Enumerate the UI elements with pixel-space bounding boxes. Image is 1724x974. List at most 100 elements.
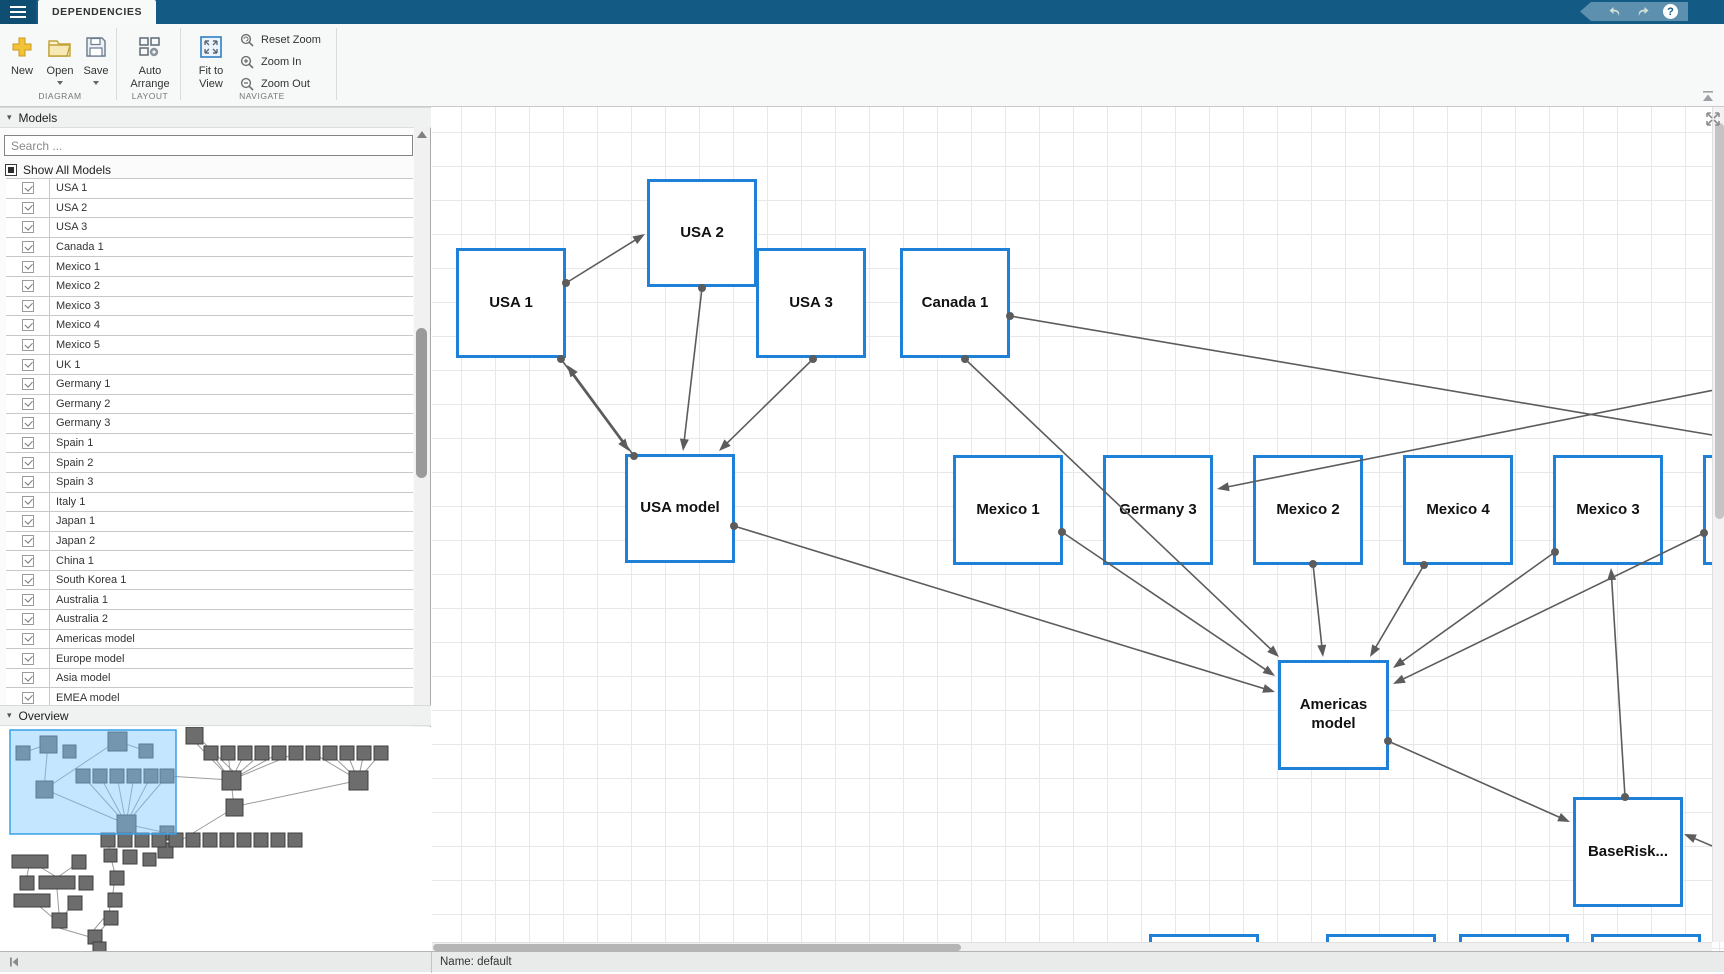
model-checkbox[interactable]: [21, 456, 34, 469]
model-list-row[interactable]: Mexico 4: [6, 316, 413, 336]
model-list-row[interactable]: Mexico 1: [6, 257, 413, 277]
diagram-node-mexico-4[interactable]: Mexico 4: [1403, 455, 1513, 565]
model-checkbox[interactable]: [21, 593, 34, 606]
model-checkbox[interactable]: [21, 554, 34, 567]
diagram-node-americas-model[interactable]: Americas model: [1278, 660, 1389, 770]
diagram-canvas[interactable]: USA 2 USA 1 USA 3 Canada 1 USA model Mexico 1…: [432, 107, 1724, 951]
model-checkbox[interactable]: [21, 182, 34, 195]
model-checkbox[interactable]: [21, 417, 34, 430]
undo-icon[interactable]: [1607, 5, 1623, 19]
model-list-row[interactable]: Spain 3: [6, 472, 413, 493]
canvas-vertical-scrollbar[interactable]: [1712, 107, 1724, 942]
auto-arrange-button[interactable]: Auto Arrange: [122, 28, 178, 98]
model-checkbox[interactable]: [21, 280, 34, 293]
overview-section-header[interactable]: ▾ Overview: [0, 705, 431, 726]
diagram-node-mexico-1[interactable]: Mexico 1: [953, 455, 1063, 565]
redo-icon[interactable]: [1635, 5, 1651, 19]
show-all-checkbox-icon[interactable]: [5, 164, 17, 176]
zoom-in-button[interactable]: Zoom In: [240, 52, 301, 72]
model-list-row[interactable]: Mexico 2: [6, 276, 413, 297]
open-dropdown-caret[interactable]: [57, 80, 63, 85]
model-list-row[interactable]: Italy 1: [6, 492, 413, 513]
model-checkbox[interactable]: [21, 691, 34, 704]
reset-zoom-button[interactable]: Reset Zoom: [240, 30, 321, 50]
model-list-row[interactable]: China 1: [6, 551, 413, 571]
model-checkbox[interactable]: [21, 574, 34, 587]
show-all-models-checkbox[interactable]: Show All Models: [5, 161, 111, 179]
model-list-row[interactable]: Europe model: [6, 649, 413, 669]
models-collapse-icon[interactable]: ▾: [7, 112, 12, 122]
model-checkbox[interactable]: [21, 201, 34, 214]
overview-minimap[interactable]: [0, 727, 431, 951]
model-list-row[interactable]: Germany 1: [6, 374, 413, 395]
fit-to-view-button[interactable]: Fit to View: [186, 28, 236, 98]
model-list-row[interactable]: Mexico 5: [6, 335, 413, 356]
diagram-node-baserisk[interactable]: BaseRisk...: [1573, 797, 1683, 907]
vertical-scrollbar-thumb[interactable]: [1714, 123, 1724, 519]
model-list-row[interactable]: Japan 1: [6, 512, 413, 532]
diagram-node-usa-3[interactable]: USA 3: [756, 248, 866, 358]
menu-hamburger-icon[interactable]: [0, 0, 36, 24]
horizontal-scrollbar-thumb[interactable]: [433, 944, 961, 951]
help-button[interactable]: ?: [1663, 4, 1678, 19]
save-button[interactable]: Save: [78, 28, 114, 98]
model-checkbox[interactable]: [21, 339, 34, 352]
model-checkbox[interactable]: [21, 632, 34, 645]
collapse-ribbon-icon[interactable]: [1700, 90, 1716, 108]
model-list-row[interactable]: USA 3: [6, 218, 413, 238]
go-to-start-icon[interactable]: [7, 955, 21, 974]
model-checkbox[interactable]: [21, 299, 34, 312]
model-list-row[interactable]: Canada 1: [6, 237, 413, 258]
diagram-node-usa-2[interactable]: USA 2: [647, 179, 757, 287]
model-checkbox[interactable]: [21, 358, 34, 371]
diagram-node-germany-3[interactable]: Germany 3: [1103, 455, 1213, 565]
model-checkbox[interactable]: [21, 260, 34, 273]
model-list-row[interactable]: Americas model: [6, 629, 413, 650]
diagram-node-canada-1[interactable]: Canada 1: [900, 248, 1010, 358]
new-button[interactable]: New: [4, 28, 40, 98]
model-checkbox[interactable]: [21, 476, 34, 489]
models-list-scrollbar[interactable]: [414, 126, 430, 736]
canvas-expand-icon[interactable]: [1703, 109, 1723, 134]
model-checkbox[interactable]: [21, 652, 34, 665]
scroll-up-arrow-icon[interactable]: [417, 131, 427, 138]
model-list-row[interactable]: Mexico 3: [6, 296, 413, 317]
model-checkbox[interactable]: [21, 613, 34, 626]
model-list-row[interactable]: Spain 2: [6, 453, 413, 473]
model-list-row[interactable]: UK 1: [6, 355, 413, 375]
diagram-node-usa-1[interactable]: USA 1: [456, 248, 566, 358]
model-checkbox[interactable]: [21, 378, 34, 391]
model-list-row[interactable]: Asia model: [6, 668, 413, 689]
models-search-input[interactable]: [4, 135, 413, 156]
open-button[interactable]: Open: [42, 28, 78, 98]
model-checkbox[interactable]: [21, 672, 34, 685]
model-list-row[interactable]: USA 1: [6, 179, 413, 199]
model-checkbox[interactable]: [21, 437, 34, 450]
models-section-header[interactable]: ▾ Models: [0, 107, 431, 128]
diagram-node-mexico-2[interactable]: Mexico 2: [1253, 455, 1363, 565]
save-dropdown-caret[interactable]: [93, 80, 99, 85]
model-list-row[interactable]: Australia 1: [6, 590, 413, 611]
zoom-out-button[interactable]: Zoom Out: [240, 74, 310, 94]
model-list-row[interactable]: Australia 2: [6, 610, 413, 630]
diagram-node-usa-model[interactable]: USA model: [625, 454, 735, 563]
model-checkbox[interactable]: [21, 221, 34, 234]
model-checkbox[interactable]: [21, 495, 34, 508]
overview-collapse-icon[interactable]: ▾: [7, 710, 12, 720]
model-checkbox[interactable]: [21, 515, 34, 528]
model-list-row[interactable]: USA 2: [6, 198, 413, 219]
model-checkbox[interactable]: [21, 241, 34, 254]
model-list-row[interactable]: Germany 2: [6, 394, 413, 415]
model-list-row[interactable]: EMEA model: [6, 688, 413, 709]
model-list-row[interactable]: Japan 2: [6, 531, 413, 552]
diagram-node-mexico-3[interactable]: Mexico 3: [1553, 455, 1663, 565]
tab-dependencies[interactable]: DEPENDENCIES: [38, 0, 157, 24]
model-checkbox[interactable]: [21, 319, 34, 332]
models-scrollbar-thumb[interactable]: [416, 328, 427, 478]
model-checkbox[interactable]: [21, 397, 34, 410]
model-list-row[interactable]: Germany 3: [6, 414, 413, 434]
model-list-row[interactable]: Spain 1: [6, 433, 413, 454]
model-checkbox[interactable]: [21, 534, 34, 547]
canvas-horizontal-scrollbar[interactable]: [432, 942, 1712, 951]
model-list-row[interactable]: South Korea 1: [6, 570, 413, 591]
